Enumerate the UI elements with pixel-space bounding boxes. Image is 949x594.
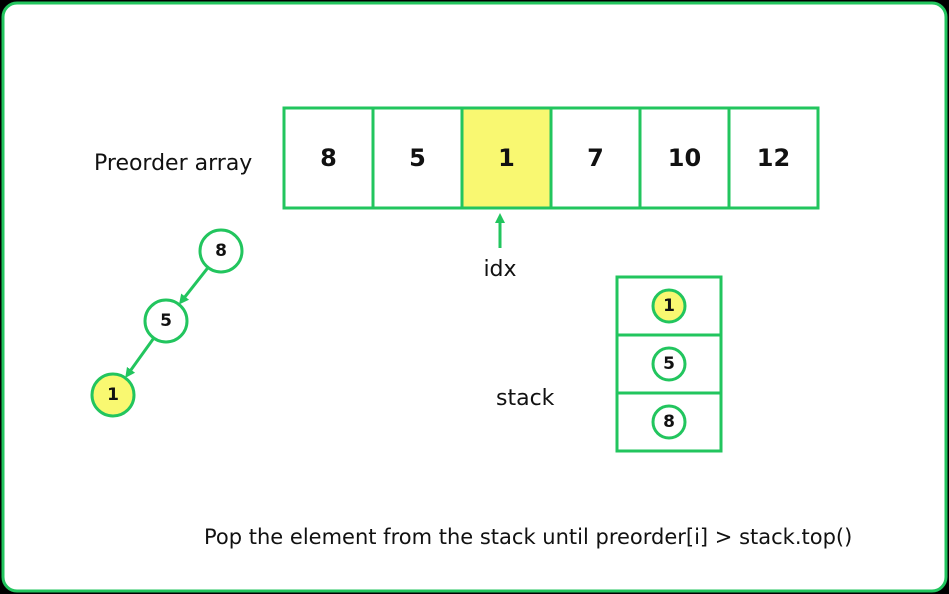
stack-item-circle [651,288,687,324]
stack-item-value: 5 [663,354,675,374]
array-cell: 8 [282,106,375,210]
array-cell: 10 [638,106,731,210]
bst-tree: 8 5 1 [90,228,244,418]
tree-node: 8 [198,228,244,274]
stack-item-value: 1 [663,296,675,316]
tree-node-value: 1 [107,385,119,405]
caption: Pop the element from the stack until pre… [204,525,852,549]
tree-node-circle [90,372,136,418]
stack-item-value: 8 [663,412,675,432]
stack-item-circle [651,404,687,440]
array-cell-box [371,106,464,210]
tree-edge [178,266,210,305]
array-cell: 1 [460,106,553,210]
array-cell-value: 8 [320,144,337,172]
stack-slot: 1 [615,275,723,337]
array-label: Preorder array [94,151,252,176]
tree-edge [125,337,155,378]
array-cell-value: 1 [498,144,515,172]
tree-node-circle [198,228,244,274]
array-cell: 5 [371,106,464,210]
array-cell-value: 10 [668,144,701,172]
stack-item-circle [651,346,687,382]
tree-node-value: 8 [215,241,227,261]
stack: 1 5 8 [615,275,723,453]
stack-label: stack [496,386,555,411]
preorder-array: 8 5 1 7 10 12 [282,106,820,210]
tree-node: 1 [90,372,136,418]
array-cell-box [460,106,553,210]
stack-slot: 5 [615,333,723,395]
array-cell: 12 [727,106,820,210]
tree-node-circle [143,298,189,344]
array-cell: 7 [549,106,642,210]
idx-label: idx [483,257,516,282]
array-cell-value: 5 [409,144,426,172]
array-cell-box [727,106,820,210]
stack-slot: 8 [615,391,723,453]
stack-slot-box [615,391,723,453]
array-cell-value: 12 [757,144,790,172]
array-cell-box [638,106,731,210]
tree-node-value: 5 [160,311,172,331]
tree-node: 5 [143,298,189,344]
array-cell-value: 7 [587,144,604,172]
array-cell-box [282,106,375,210]
